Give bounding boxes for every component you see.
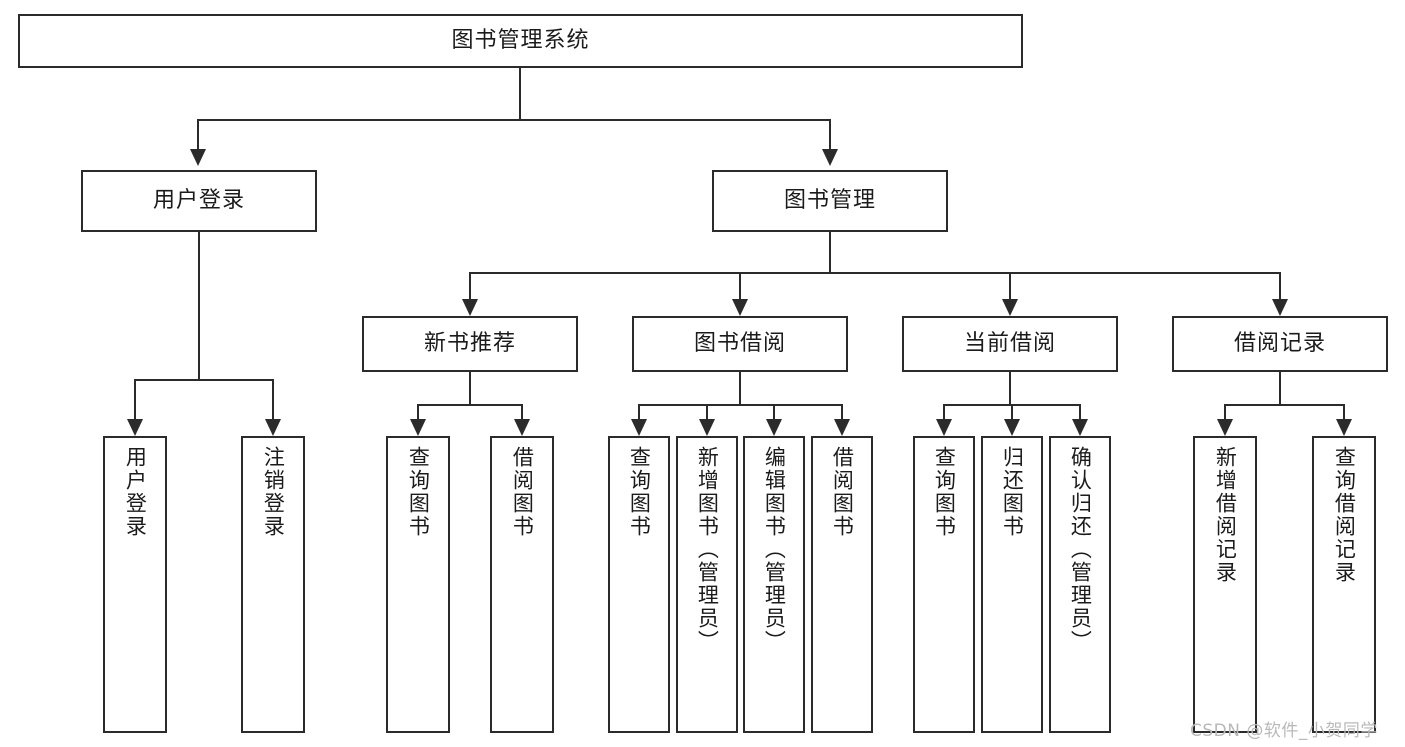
node-label: 查询图书	[406, 446, 431, 538]
node-user-login[interactable]: 用户登录	[81, 170, 317, 232]
node-book-borrow[interactable]: 图书借阅	[632, 316, 848, 372]
node-label: 编辑图书（管理员）	[762, 446, 787, 653]
connector-drop-user-login	[197, 119, 199, 149]
leaf-query-book-current[interactable]: 查询图书	[913, 436, 975, 733]
leaf-confirm-return[interactable]: 确认归还（管理员）	[1049, 436, 1111, 733]
connector-drop-query-book-3	[943, 404, 945, 419]
arrow-query-book-2	[631, 419, 647, 436]
connector-drop-new-book-rec	[469, 272, 471, 299]
node-label: 查询借阅记录	[1332, 446, 1357, 584]
connector-drop-query-book-2	[638, 404, 640, 419]
arrow-query-book-3	[936, 419, 952, 436]
connector-drop-add-record	[1224, 404, 1226, 419]
connector-borrow-record-stem	[1279, 372, 1281, 405]
leaf-query-book-borrow[interactable]: 查询图书	[608, 436, 670, 733]
node-label: 用户登录	[152, 188, 245, 214]
arrow-leaf-user-logout	[265, 419, 281, 436]
node-label: 用户登录	[123, 446, 148, 538]
leaf-borrow-book-new-rec[interactable]: 借阅图书	[490, 436, 554, 733]
leaf-borrow-book-borrow[interactable]: 借阅图书	[811, 436, 873, 733]
connector-drop-query-record	[1343, 404, 1345, 419]
node-label: 归还图书	[1000, 446, 1025, 538]
node-label: 确认归还（管理员）	[1068, 446, 1093, 653]
connector-level2-bus	[197, 119, 831, 121]
arrow-borrow-record	[1272, 299, 1288, 316]
connector-drop-edit-book	[773, 404, 775, 419]
leaf-user-logout[interactable]: 注销登录	[241, 436, 305, 733]
arrow-query-book-1	[410, 419, 426, 436]
connector-borrow-record-bus	[1224, 404, 1344, 406]
connector-new-book-rec-bus	[417, 404, 522, 406]
connector-drop-book-borrow	[739, 272, 741, 299]
connector-drop-book-manage	[829, 119, 831, 149]
node-label: 图书管理系统	[451, 28, 590, 54]
node-label: 图书借阅	[693, 331, 786, 357]
connector-drop-add-book	[706, 404, 708, 419]
node-current-borrow[interactable]: 当前借阅	[902, 316, 1118, 372]
leaf-user-login[interactable]: 用户登录	[103, 436, 167, 733]
leaf-query-borrow-record[interactable]: 查询借阅记录	[1312, 436, 1376, 733]
node-label: 新书推荐	[423, 331, 516, 357]
node-label: 查询图书	[932, 446, 957, 538]
arrow-borrow-book-1	[514, 419, 530, 436]
arrow-query-record	[1336, 419, 1352, 436]
connector-user-login-stem	[198, 232, 200, 380]
connector-drop-leaf-user-login	[134, 379, 136, 419]
connector-drop-borrow-book-2	[841, 404, 843, 419]
connector-level3-bus	[469, 272, 1281, 274]
arrow-book-borrow	[732, 299, 748, 316]
node-label: 借阅图书	[510, 446, 535, 538]
connector-book-manage-stem	[829, 232, 831, 273]
arrow-user-login	[190, 149, 206, 166]
arrow-new-book-rec	[462, 299, 478, 316]
connector-drop-leaf-user-logout	[272, 379, 274, 419]
node-label: 新增图书（管理员）	[695, 446, 720, 653]
arrow-return-book	[1004, 419, 1020, 436]
connector-drop-borrow-record	[1279, 272, 1281, 299]
leaf-add-borrow-record[interactable]: 新增借阅记录	[1193, 436, 1257, 733]
node-root-system[interactable]: 图书管理系统	[18, 14, 1023, 68]
connector-current-borrow-stem	[1009, 372, 1011, 405]
connector-new-book-rec-stem	[469, 372, 471, 405]
connector-drop-return-book	[1011, 404, 1013, 419]
connector-root-stem	[519, 68, 521, 120]
leaf-edit-book[interactable]: 编辑图书（管理员）	[743, 436, 805, 733]
node-label: 新增借阅记录	[1213, 446, 1238, 584]
arrow-leaf-user-login	[127, 419, 143, 436]
connector-book-borrow-stem	[739, 372, 741, 405]
arrow-edit-book	[766, 419, 782, 436]
connector-drop-borrow-book-1	[521, 404, 523, 419]
arrow-borrow-book-2	[834, 419, 850, 436]
connector-drop-confirm-return	[1079, 404, 1081, 419]
arrow-book-manage	[822, 149, 838, 166]
connector-drop-query-book-1	[417, 404, 419, 419]
connector-book-borrow-bus	[638, 404, 842, 406]
node-label: 查询图书	[627, 446, 652, 538]
node-label: 图书管理	[783, 188, 876, 214]
connector-user-login-bus	[134, 379, 274, 381]
arrow-confirm-return	[1072, 419, 1088, 436]
node-label: 借阅图书	[830, 446, 855, 538]
arrow-current-borrow	[1002, 299, 1018, 316]
node-label: 当前借阅	[963, 331, 1056, 357]
leaf-add-book[interactable]: 新增图书（管理员）	[676, 436, 738, 733]
leaf-query-book-new-rec[interactable]: 查询图书	[386, 436, 450, 733]
arrow-add-book	[699, 419, 715, 436]
node-label: 注销登录	[261, 446, 286, 538]
csdn-watermark: CSDN @软件_小贺同学	[1190, 721, 1378, 741]
arrow-add-record	[1217, 419, 1233, 436]
node-borrow-record[interactable]: 借阅记录	[1172, 316, 1388, 372]
node-label: 借阅记录	[1233, 331, 1326, 357]
node-new-book-rec[interactable]: 新书推荐	[362, 316, 578, 372]
connector-drop-current-borrow	[1009, 272, 1011, 299]
leaf-return-book[interactable]: 归还图书	[981, 436, 1043, 733]
node-book-manage[interactable]: 图书管理	[712, 170, 948, 232]
